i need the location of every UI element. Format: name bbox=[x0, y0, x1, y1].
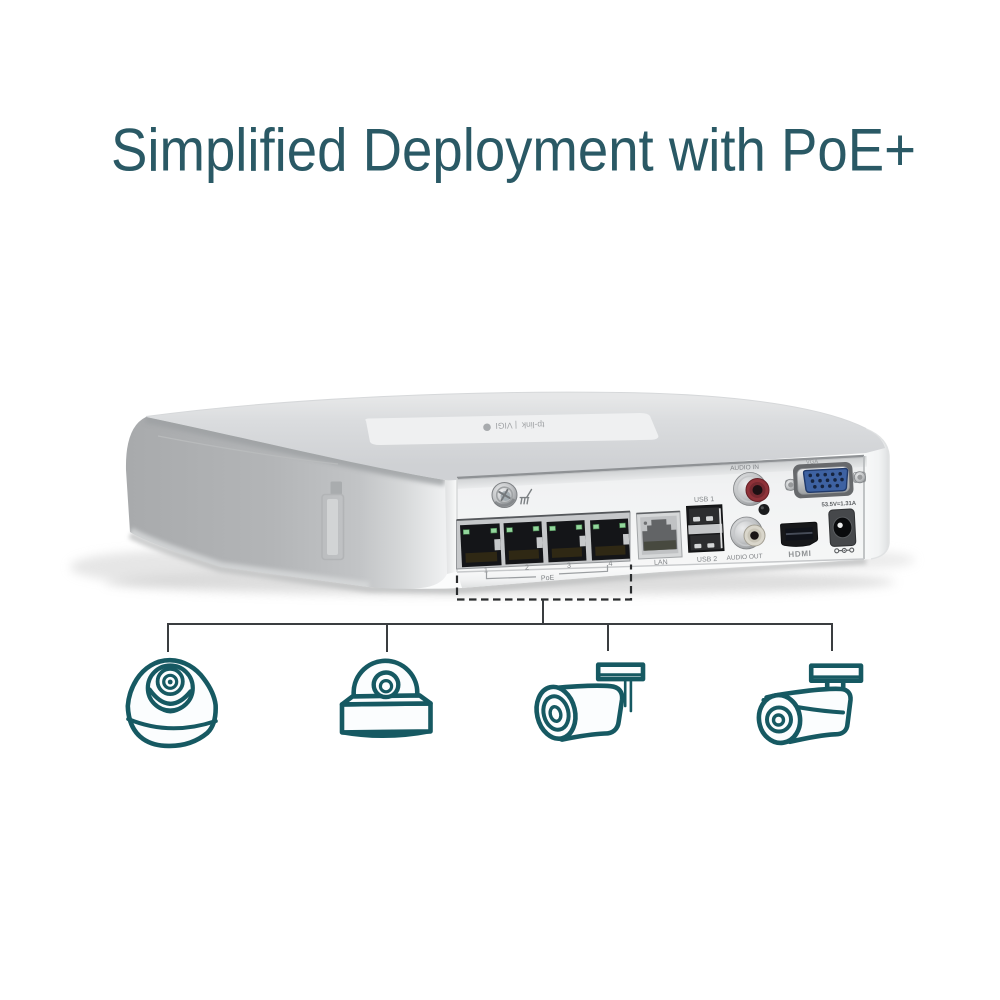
svg-text:tp-link | VIGI: tp-link | VIGI bbox=[495, 420, 544, 431]
svg-text:HDMI: HDMI bbox=[788, 549, 812, 559]
svg-text:AUDIO IN: AUDIO IN bbox=[730, 464, 760, 473]
svg-text:AUDIO OUT: AUDIO OUT bbox=[726, 553, 762, 562]
svg-text:3: 3 bbox=[567, 561, 572, 570]
svg-text:PoE: PoE bbox=[541, 575, 555, 583]
svg-text:4: 4 bbox=[608, 559, 613, 568]
svg-text:USB 1: USB 1 bbox=[694, 496, 715, 504]
svg-text:VGA: VGA bbox=[806, 459, 819, 466]
svg-text:1: 1 bbox=[484, 565, 489, 574]
svg-text:USB 2: USB 2 bbox=[697, 556, 718, 564]
svg-text:LAN: LAN bbox=[654, 559, 668, 567]
svg-text:2: 2 bbox=[525, 563, 530, 572]
svg-text:53.5V=1.31A: 53.5V=1.31A bbox=[821, 501, 857, 509]
svg-text:Simplified Deployment with PoE: Simplified Deployment with PoE+ bbox=[111, 116, 916, 183]
